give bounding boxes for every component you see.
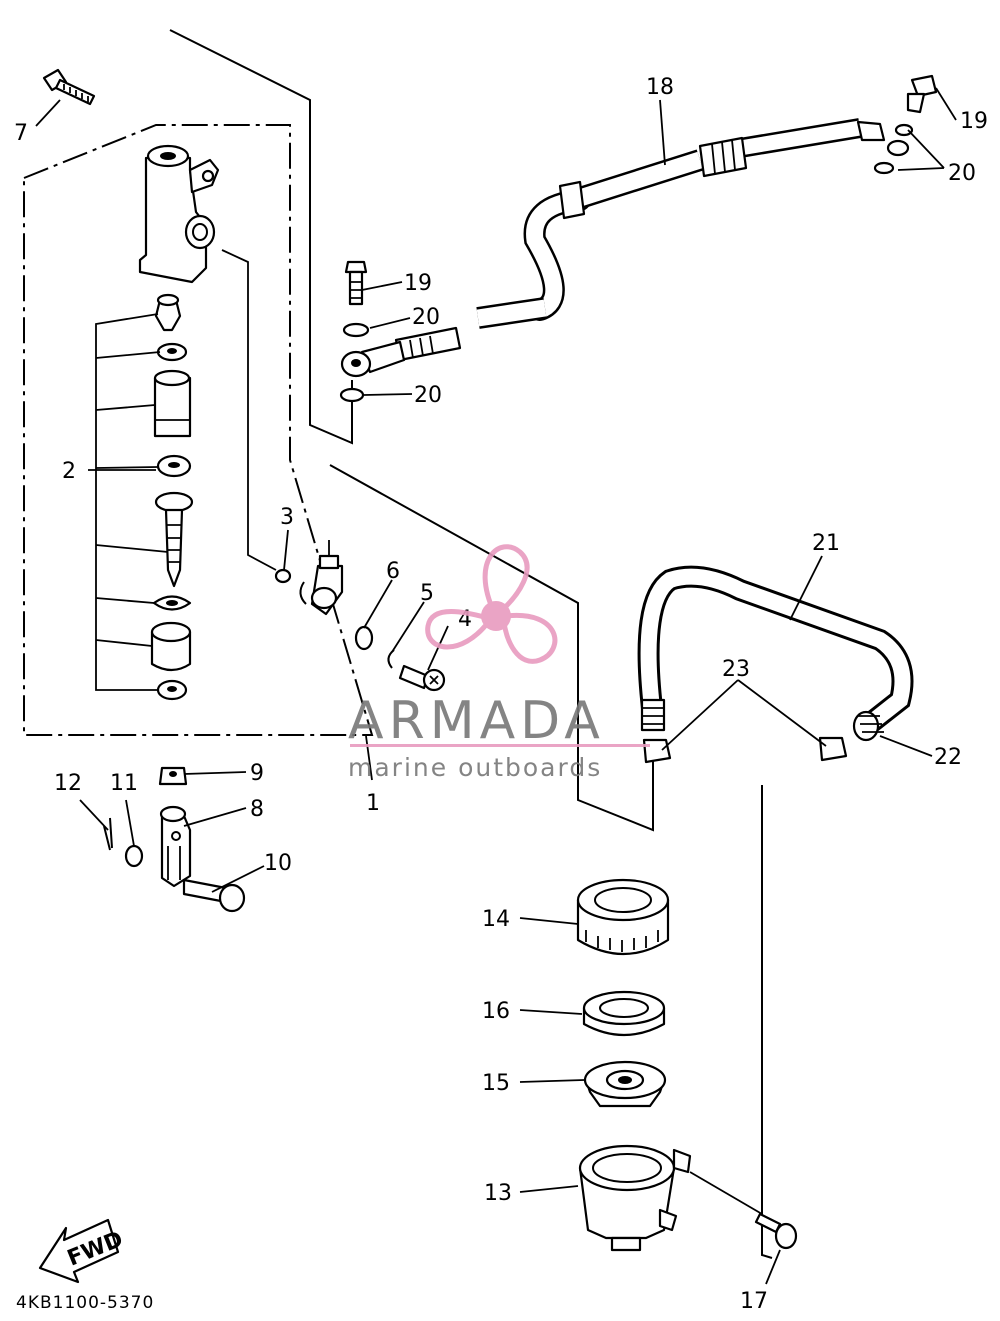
callout-14: 14 — [482, 907, 510, 932]
callout-18: 18 — [646, 75, 674, 100]
callout-20-b: 20 — [414, 383, 442, 408]
master-cylinder-body — [138, 144, 220, 284]
reservoir-group — [576, 878, 798, 1252]
callout-22: 22 — [934, 745, 962, 770]
callout-5: 5 — [420, 581, 434, 606]
fwd-arrow: FWD — [38, 1218, 127, 1284]
callout-21: 21 — [812, 531, 840, 556]
callout-17: 17 — [740, 1289, 768, 1314]
clevis-group — [103, 766, 246, 913]
brake-hose-18 — [339, 74, 938, 403]
callout-23: 23 — [722, 657, 750, 682]
callouts: 7 2 3 6 5 4 1 12 11 9 8 10 18 19 20 20 1… — [14, 75, 988, 1314]
callout-16: 16 — [482, 999, 510, 1024]
callout-9: 9 — [250, 761, 264, 786]
propeller-logo-icon — [425, 544, 558, 664]
callout-8: 8 — [250, 797, 264, 822]
watermark-brand: ARMADA — [348, 691, 605, 751]
callout-19-a: 19 — [404, 271, 432, 296]
watermark-tagline: marine outboards — [348, 753, 602, 782]
callout-6: 6 — [386, 559, 400, 584]
armada-watermark: ARMADA marine outboards — [348, 544, 650, 782]
callout-3: 3 — [280, 505, 294, 530]
callout-11: 11 — [110, 771, 138, 796]
callout-12: 12 — [54, 771, 82, 796]
callout-13: 13 — [484, 1181, 512, 1206]
master-cylinder-kit-2 — [95, 293, 194, 701]
callout-2: 2 — [62, 459, 76, 484]
callout-7: 7 — [14, 121, 28, 146]
callout-15: 15 — [482, 1071, 510, 1096]
assembly-outlines — [23, 29, 773, 1259]
reservoir-hose-21 — [637, 565, 914, 764]
callout-19-b: 19 — [960, 109, 988, 134]
callout-1: 1 — [366, 791, 380, 816]
callout-20-c: 20 — [948, 161, 976, 186]
bolt-7 — [42, 68, 96, 106]
drawing-code: 4KB1100-5370 — [16, 1293, 154, 1313]
leader-lines — [35, 87, 957, 1285]
callout-20-a: 20 — [412, 305, 440, 330]
hose-joint-group — [221, 249, 446, 692]
callout-10: 10 — [264, 851, 292, 876]
